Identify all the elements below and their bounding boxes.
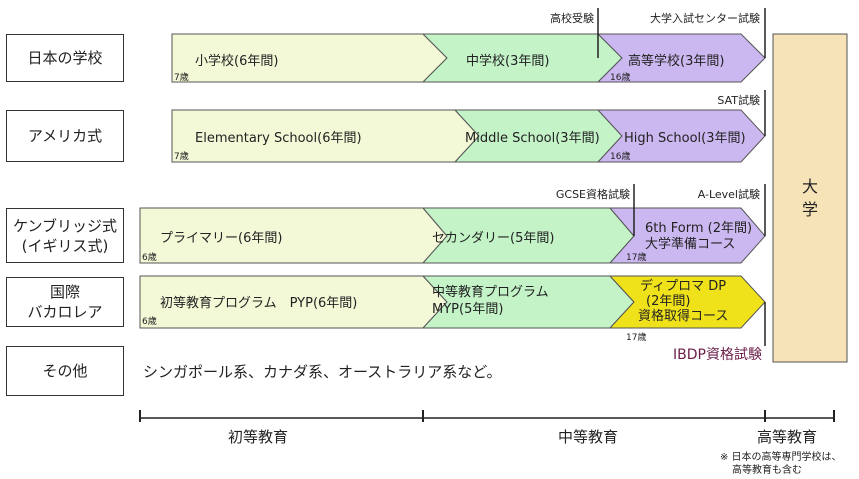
cambridge-start-age: 6歳: [142, 251, 157, 263]
ib-dp-text3: 資格取得コース: [638, 308, 728, 324]
america-high-segment: [596, 109, 766, 163]
row-label-cambridge-line2: (イギリス式): [21, 236, 109, 255]
ib-end-age: 17歳: [626, 331, 646, 343]
japan-middle-text: 中学校(3年間): [466, 53, 549, 69]
america-elementary-text: Elementary School(6年間): [195, 131, 362, 146]
japan-start-age: 7歳: [174, 71, 189, 83]
ib-myp-text: 中等教育プログラム: [432, 284, 549, 300]
america-high-text: High School(3年間): [624, 131, 746, 146]
cambridge-primary-text: プライマリー(6年間): [160, 231, 282, 246]
row-label-ib-line1: 国際: [49, 283, 80, 301]
ib-pyp-text: 初等教育プログラム PYP(6年間): [160, 295, 357, 311]
row-label-japan-text: 日本の学校: [27, 49, 103, 67]
japan-end-age: 16歳: [610, 71, 630, 83]
ib-dp-text: ディプロマ DP: [640, 278, 726, 294]
row-label-ib-line2: バカロレア: [27, 303, 103, 321]
cambridge-secondary-text: セカンダリー(5年間): [432, 231, 554, 246]
row-label-other: その他: [6, 346, 124, 396]
ib-dp-segment: [608, 275, 766, 329]
stage-secondary-label: 中等教育: [558, 428, 618, 446]
ibdp-exam-label: IBDP資格試験: [673, 347, 762, 363]
stage-higher-label: 高等教育: [757, 428, 817, 446]
koko-juken-label: 高校受験: [550, 11, 594, 25]
japan-high-text: 高等学校(3年間): [628, 53, 724, 69]
japan-elementary-text: 小学校(6年間): [195, 53, 278, 69]
row-label-america: アメリカ式: [6, 110, 124, 162]
row-label-other-text: その他: [42, 362, 88, 380]
row-label-america-text: アメリカ式: [27, 127, 103, 145]
other-schools-text: シンガポール系、カナダ系、オーストラリア系など。: [143, 363, 502, 381]
ib-start-age: 6歳: [142, 315, 157, 327]
america-start-age: 7歳: [174, 150, 189, 162]
ib-myp-text2: MYP(5年間): [432, 302, 503, 317]
row-label-cambridge: ケンブリッジ式 (イギリス式): [6, 208, 124, 263]
row-label-cambridge-line1: ケンブリッジ式: [12, 216, 118, 235]
cambridge-end-age: 17歳: [626, 251, 646, 263]
university-label-char2: 学: [802, 200, 818, 219]
row-label-japan: 日本の学校: [6, 34, 124, 82]
footnote-line1: ※ 日本の高等専門学校は、: [720, 450, 842, 463]
alevel-exam-label: A-Level試験: [698, 187, 760, 201]
japan-high-segment: [596, 33, 766, 83]
america-end-age: 16歳: [610, 150, 630, 162]
row-label-ib: 国際 バカロレア: [6, 277, 124, 327]
cambridge-sixthform-text: 6th Form (2年間): [645, 221, 752, 236]
center-exam-label: 大学入試センター試験: [650, 11, 760, 25]
ib-dp-text2: (2年間): [646, 294, 690, 309]
sat-exam-label: SAT試験: [717, 93, 760, 107]
cambridge-sixthform-text2: 大学準備コース: [645, 236, 735, 252]
stage-primary-label: 初等教育: [228, 428, 288, 446]
university-label-char1: 大: [802, 177, 818, 196]
university-box: [772, 33, 848, 363]
america-middle-text: Middle School(3年間): [465, 131, 600, 146]
footnote-line2: 高等教育も含む: [732, 463, 802, 476]
gcse-exam-label: GCSE資格試験: [556, 187, 630, 201]
